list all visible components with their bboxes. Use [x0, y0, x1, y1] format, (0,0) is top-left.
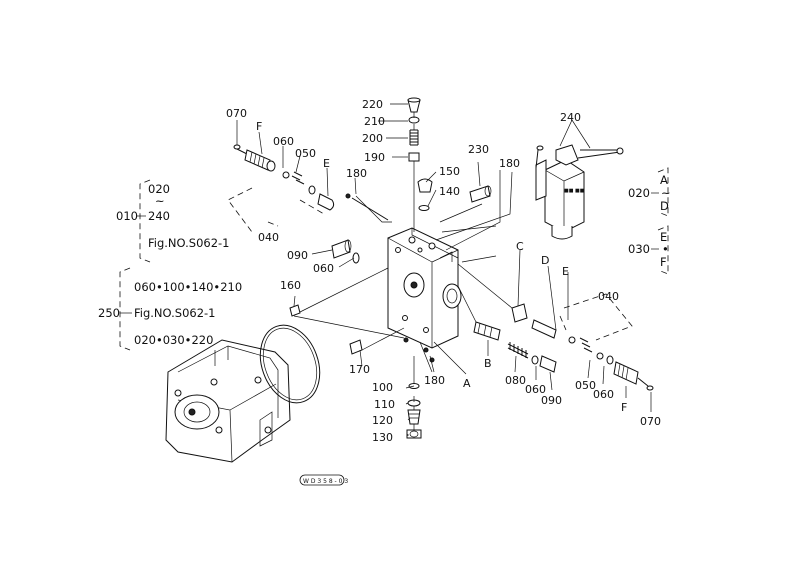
- drawing-stamp: W D 3 5 8 - 0 3: [299, 474, 348, 486]
- group-010-bottom: 240: [148, 209, 170, 223]
- callout-180-right: 180: [499, 157, 520, 170]
- callout-240: 240: [560, 111, 581, 124]
- callout-060-r1: 060: [525, 383, 546, 396]
- group-020-D: D: [660, 199, 669, 213]
- solenoid-label-glyphs: ■■ ■■: [564, 188, 585, 194]
- group-020-tilde: ~: [661, 186, 671, 200]
- left-spool-assembly: [233, 144, 389, 355]
- group-250-line1: 060•100•140•210: [134, 280, 242, 294]
- callout-100: 100: [372, 381, 393, 394]
- callout-060-r2: 060: [593, 388, 614, 401]
- group-010-number: 010: [116, 209, 138, 223]
- group-030-E: E: [660, 230, 667, 244]
- callout-050-left: 050: [295, 147, 316, 160]
- callout-230: 230: [468, 143, 489, 156]
- callout-C: C: [516, 240, 524, 253]
- group-030-number: 030: [628, 242, 650, 256]
- group-010-tilde: ~: [155, 194, 165, 208]
- callout-F-right: F: [621, 401, 627, 414]
- leader-lines: [236, 103, 652, 436]
- group-020-A: A: [660, 173, 668, 187]
- callout-050-right: 050: [575, 379, 596, 392]
- callout-130: 130: [372, 431, 393, 444]
- callout-040-left: 040: [258, 231, 279, 244]
- callout-A: A: [463, 377, 471, 390]
- callout-180-top: 180: [346, 167, 367, 180]
- group-020-number: 020: [628, 186, 650, 200]
- callout-120: 120: [372, 414, 393, 427]
- callout-labels: 070 F 060 050 E 040 090 060 180 220 210 …: [226, 98, 661, 444]
- group-030-dot: •: [662, 242, 669, 256]
- callout-D-right: D: [541, 254, 549, 267]
- group-250-fig: Fig.NO.S062-1: [134, 306, 216, 320]
- group-010-top: 020: [148, 182, 170, 196]
- callout-070-left: 070: [226, 107, 247, 120]
- callout-060-left: 060: [273, 135, 294, 148]
- callout-080: 080: [505, 374, 526, 387]
- callout-220: 220: [362, 98, 383, 111]
- bottom-plug-stack: [403, 337, 435, 439]
- callout-040-right: 040: [598, 290, 619, 303]
- callout-180-bottom: 180: [424, 374, 445, 387]
- callout-150: 150: [439, 165, 460, 178]
- callout-170: 170: [349, 363, 370, 376]
- valve-body: [387, 227, 462, 349]
- callout-F-left: F: [256, 120, 262, 133]
- group-250-line3: 020•030•220: [134, 333, 213, 347]
- o-ring-large: [259, 324, 321, 404]
- group-030-F: F: [660, 255, 667, 269]
- right-spool-assembly: [473, 303, 654, 391]
- callout-140: 140: [439, 185, 460, 198]
- callout-200: 200: [362, 132, 383, 145]
- callout-070-right: 070: [640, 415, 661, 428]
- stamp-text: W D 3 5 8 - 0 3: [303, 478, 348, 485]
- pump-housing: [165, 339, 291, 463]
- callout-090-right: 090: [541, 394, 562, 407]
- solenoid-valve-240: ■■ ■■: [535, 144, 624, 240]
- callout-190: 190: [364, 151, 385, 164]
- callout-210: 210: [364, 115, 385, 128]
- relief-valve-stack: [407, 97, 492, 232]
- callout-060-mid: 060: [313, 262, 334, 275]
- callout-E-right: E: [562, 265, 569, 278]
- callout-110: 110: [374, 398, 395, 411]
- callout-160: 160: [280, 279, 301, 292]
- callout-090-left: 090: [287, 249, 308, 262]
- callout-E-left: E: [323, 157, 330, 170]
- dashed-brackets: [119, 167, 669, 351]
- group-250-number: 250: [98, 306, 120, 320]
- group-010-fig: Fig.NO.S062-1: [148, 236, 230, 250]
- group-references: 020 ~ 010 240 Fig.NO.S062-1 060•100•140•…: [98, 173, 671, 347]
- callout-B: B: [484, 357, 492, 370]
